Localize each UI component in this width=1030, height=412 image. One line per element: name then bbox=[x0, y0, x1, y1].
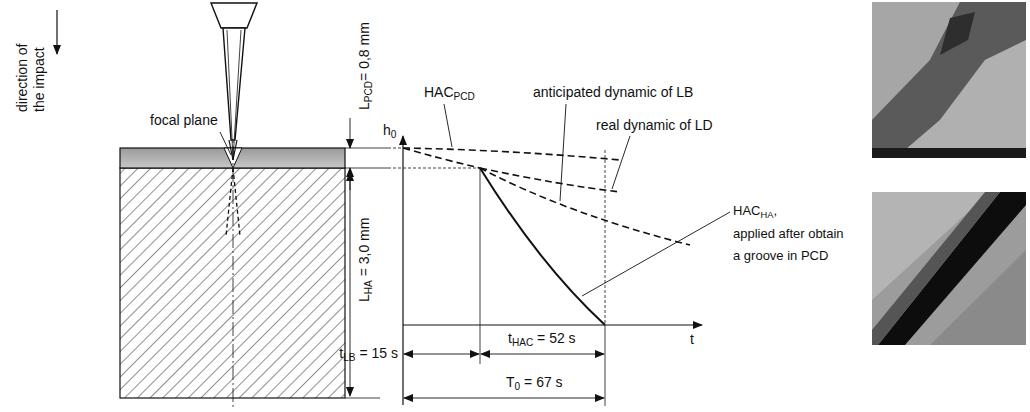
dimension-line bbox=[404, 354, 479, 355]
subscript: 0 bbox=[391, 129, 397, 140]
dimension-line bbox=[404, 398, 604, 399]
extension-line bbox=[345, 168, 388, 169]
real-ld-curve bbox=[480, 168, 620, 192]
subscript: HA bbox=[760, 210, 773, 220]
leader-line bbox=[582, 212, 730, 296]
direction-arrow bbox=[56, 10, 57, 54]
extension-line bbox=[388, 168, 480, 169]
label-text: tLB = 15 s bbox=[339, 345, 398, 363]
subscript: LB bbox=[343, 352, 355, 363]
hac-pcd-curve bbox=[403, 148, 620, 160]
extension-line bbox=[345, 398, 380, 399]
nozzle-holder bbox=[211, 3, 257, 28]
label-text: HACPCD bbox=[424, 84, 475, 102]
sem-photo bbox=[872, 2, 1026, 158]
extension-line bbox=[480, 168, 481, 364]
extension-line bbox=[605, 150, 606, 325]
leader-line bbox=[612, 136, 630, 189]
sem-photo bbox=[878, 192, 1026, 345]
ha-layer bbox=[120, 168, 345, 398]
subscript: HA bbox=[363, 280, 374, 294]
label-text: focal plane bbox=[150, 112, 218, 129]
sem-photo bbox=[905, 40, 1026, 150]
label-text: t bbox=[690, 331, 694, 348]
sem-photo bbox=[872, 2, 1026, 150]
t-axis bbox=[403, 324, 702, 325]
sem-photo bbox=[940, 12, 975, 55]
subscript: PCD bbox=[363, 81, 374, 102]
label-text: anticipated dynamic of LB bbox=[533, 84, 693, 101]
label-text: real dynamic of LD bbox=[596, 117, 713, 134]
leader-line bbox=[560, 104, 566, 201]
subscript: 0 bbox=[515, 381, 521, 392]
label-text: LHA = 3,0 mm bbox=[356, 218, 374, 302]
h-axis bbox=[402, 136, 403, 405]
sem-photo bbox=[872, 148, 1026, 158]
sem-photo bbox=[872, 192, 1000, 345]
label-text: HACHA, applied after obtain a groove in … bbox=[733, 200, 844, 267]
extension-line bbox=[605, 325, 606, 406]
label-text: tHAC = 52 s bbox=[508, 330, 576, 348]
label-text: T0 = 67 s bbox=[506, 374, 563, 392]
beam-cone bbox=[229, 140, 237, 160]
dimension-line bbox=[350, 118, 351, 148]
leader-line bbox=[220, 132, 231, 155]
label-text: direction of the impact bbox=[14, 44, 48, 112]
extension-line bbox=[345, 148, 388, 149]
nozzle bbox=[223, 28, 245, 140]
hac-ha-curve bbox=[480, 168, 605, 325]
extension-line bbox=[388, 148, 403, 149]
lb-curve bbox=[403, 148, 480, 168]
anticipated-lb-curve bbox=[480, 168, 690, 245]
leader-line bbox=[444, 104, 452, 147]
label-text: h0 bbox=[383, 122, 396, 140]
dimension-line bbox=[481, 354, 604, 355]
subscript: HAC bbox=[512, 337, 533, 348]
sem-photo bbox=[872, 192, 1026, 345]
subscript: PCD bbox=[454, 91, 475, 102]
label-text: LPCD= 0,8 mm bbox=[356, 22, 374, 110]
laser-beam bbox=[227, 30, 241, 160]
